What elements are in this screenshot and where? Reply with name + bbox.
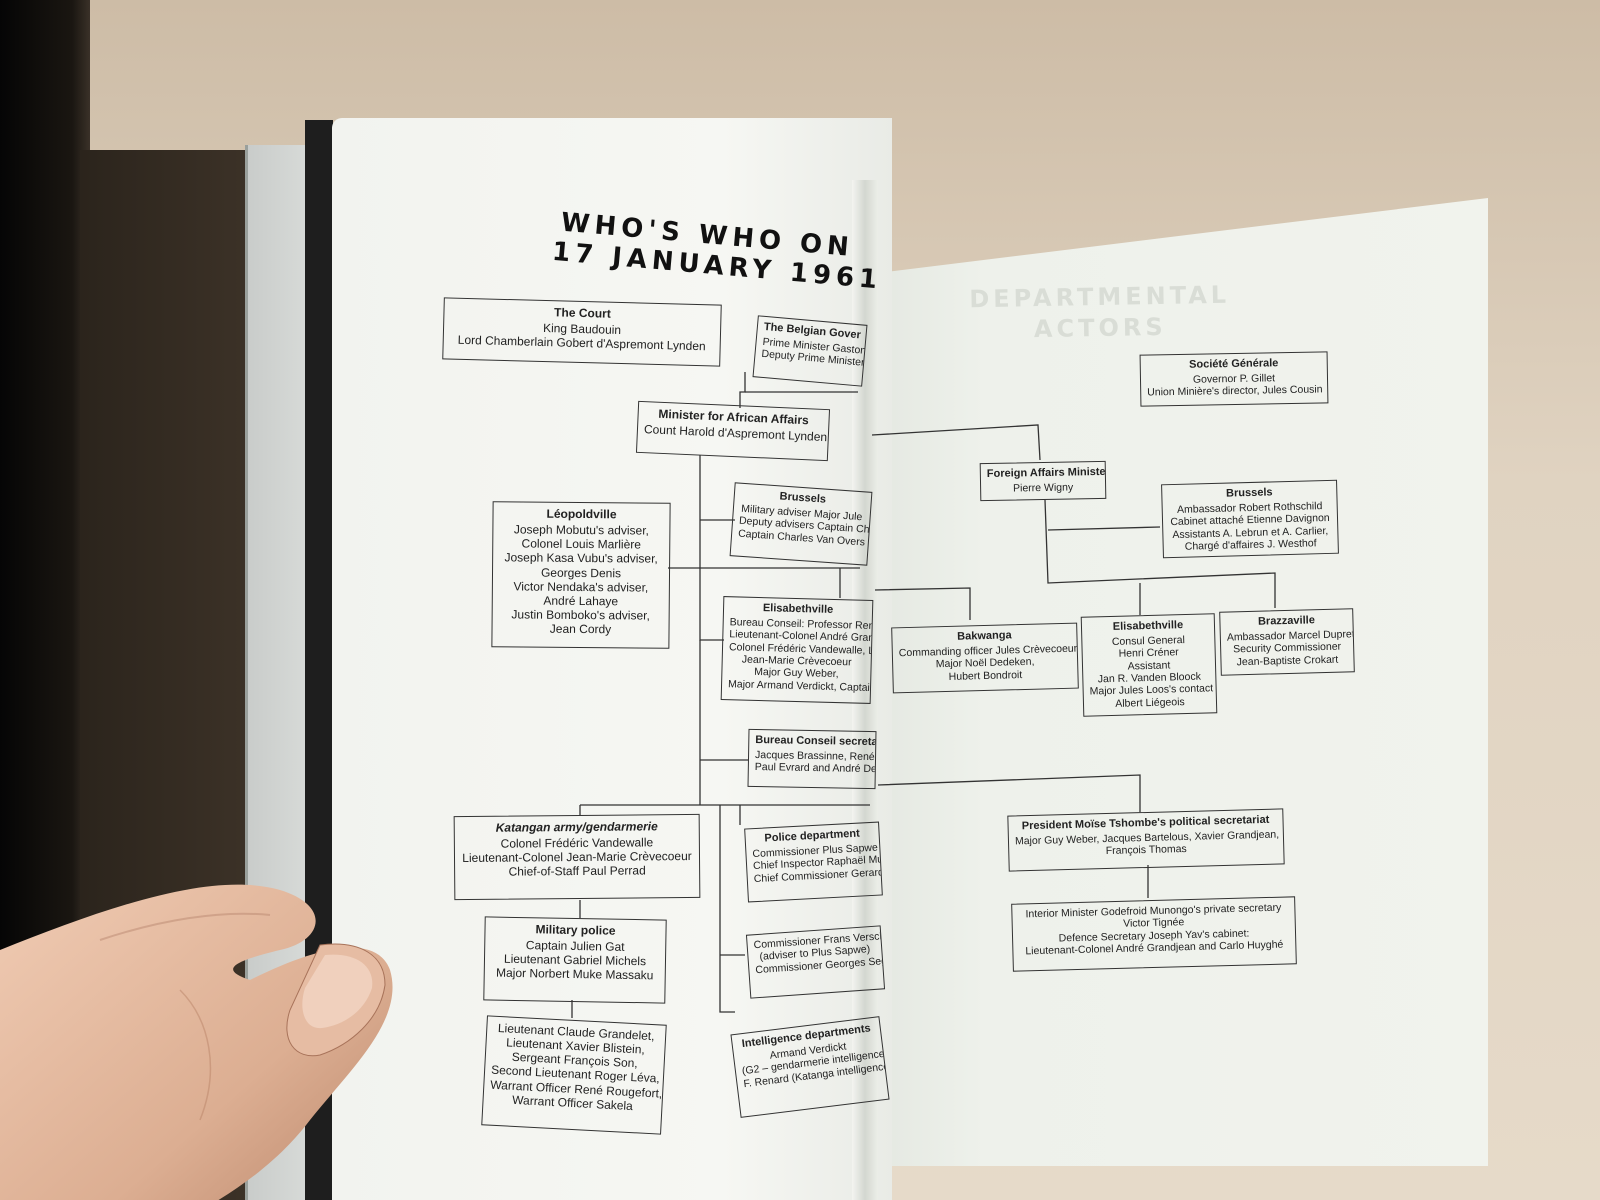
box-brussels-left: Brussels Military adviser Major Jule Dep… [729, 482, 873, 566]
box-belgian-government: The Belgian Gover Prime Minister Gaston … [752, 315, 868, 387]
box-police-department: Police department Commissioner Plus Sapw… [744, 821, 883, 903]
box-the-court: The Court King Baudouin Lord Chamberlain… [442, 297, 722, 367]
box-leopoldville: Léopoldville Joseph Mobutu's adviser, Co… [491, 501, 671, 649]
box-foreign-affairs-minister: Foreign Affairs Minister Pierre Wigny [979, 460, 1107, 502]
left-page [332, 118, 892, 1200]
box-minister-african-affairs: Minister for African Affairs Count Harol… [635, 400, 831, 462]
box-katangan-army: Katangan army/gendarmerie Colonel Frédér… [453, 813, 701, 901]
box-elisabethville-right: Elisabethville Consul General Henri Crén… [1080, 613, 1218, 717]
right-page [858, 198, 1488, 1166]
box-brazzaville: Brazzaville Ambassador Marcel Dupret Sec… [1219, 608, 1355, 676]
hand-holding-book [0, 884, 393, 1200]
box-bureau-secretariat: Bureau Conseil secretari Jacques Brassin… [747, 728, 877, 790]
page-gutter [852, 180, 878, 1200]
box-societe-generale: Société Générale Governor P. Gillet Unio… [1139, 351, 1329, 407]
katangan-army-title: Katangan army/gendarmerie [495, 819, 658, 835]
box-brussels-right: Brussels Ambassador Robert Rothschild Ca… [1161, 479, 1339, 559]
box-officers-list: Lieutenant Claude Grandelet, Lieutenant … [481, 1015, 667, 1135]
box-tshombe-secretariat: President Moïse Tshombe's political secr… [1007, 808, 1285, 872]
box-elisabethville-left: Elisabethville Bureau Conseil: Professor… [720, 596, 874, 704]
box-military-police: Military police Captain Julien Gat Lieut… [483, 916, 667, 1004]
box-commissioner: Commissioner Frans Verschure (adviser to… [745, 925, 886, 999]
box-bakwanga: Bakwanga Commanding officer Jules Crèvec… [891, 622, 1079, 694]
box-munongo-secretary: Interior Minister Godefroid Munongo's pr… [1011, 896, 1297, 972]
